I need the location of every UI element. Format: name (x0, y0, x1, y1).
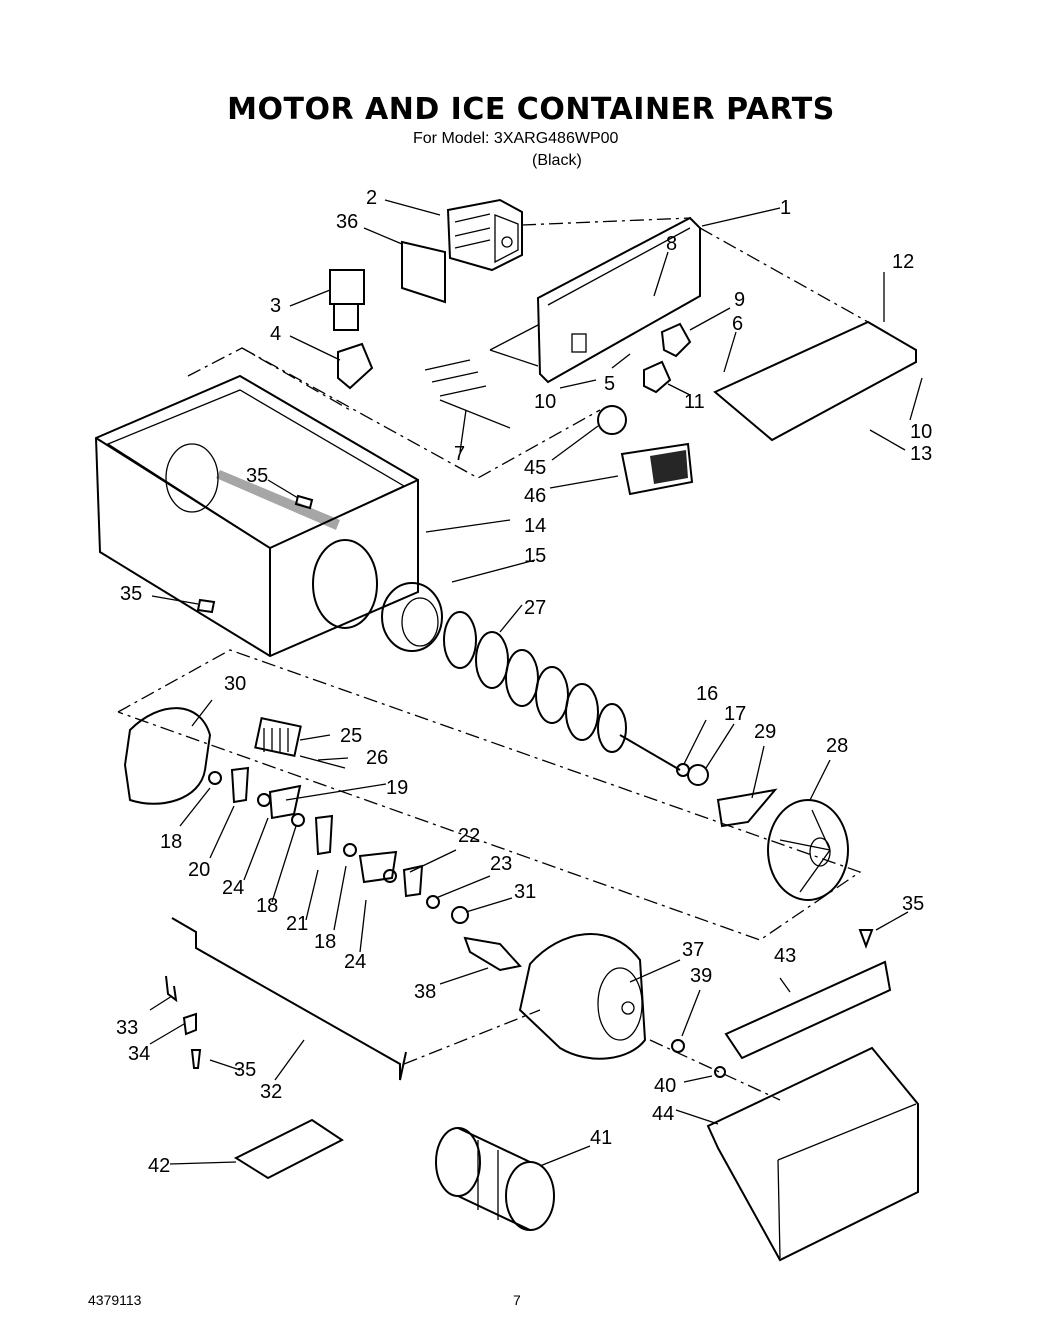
part-36-bracket (401, 240, 446, 304)
callout-label: 18 (256, 895, 278, 917)
part-34 (182, 1012, 197, 1036)
callout-label: 10 (534, 391, 556, 413)
model-line: For Model: 3XARG486WP00 (413, 130, 619, 147)
doc-number: 4379113 (88, 1292, 142, 1308)
callout-label: 31 (514, 881, 536, 903)
callout-label: 39 (690, 965, 712, 987)
part-14-ice-container (94, 374, 419, 658)
callout-label: 38 (414, 981, 436, 1003)
callout-label: 36 (336, 211, 358, 233)
callout-label: 14 (524, 515, 546, 537)
part-35-screw-lower (190, 1049, 202, 1069)
part-15-shroud (381, 582, 443, 652)
callout-label: 8 (666, 233, 677, 255)
callout-label: 34 (128, 1043, 150, 1065)
callout-label: 20 (188, 859, 210, 881)
part-17 (687, 764, 709, 786)
part-9-clip (660, 322, 692, 358)
page-title: MOTOR AND ICE CONTAINER PARTS (227, 92, 835, 127)
part-41-sleeve (435, 1127, 555, 1231)
callout-label: 11 (684, 391, 705, 413)
part-25 (254, 716, 302, 758)
part-12-cover (713, 320, 917, 442)
callout-label: 29 (754, 721, 776, 743)
part-27-auger (443, 611, 681, 771)
callout-label: 9 (734, 289, 745, 311)
callout-label: 35 (246, 465, 268, 487)
callout-label: 24 (344, 951, 366, 973)
part-43-bracket (724, 960, 892, 1060)
part-42-pad (233, 1118, 344, 1180)
callout-label: 25 (340, 725, 362, 747)
callout-label: 32 (260, 1081, 282, 1103)
callout-label: 33 (116, 1017, 138, 1039)
part-4-bracket (337, 342, 374, 390)
callout-label: 35 (902, 893, 924, 915)
callout-label: 19 (386, 777, 408, 799)
callout-label: 16 (696, 683, 718, 705)
part-44-chute (706, 1046, 919, 1262)
leader-lines (149, 199, 923, 1167)
callout-label: 18 (160, 831, 182, 853)
part-28-drum (767, 799, 849, 901)
callout-label: 46 (524, 485, 546, 507)
part-29 (716, 788, 778, 828)
part-3-solenoid (329, 269, 365, 331)
callout-label: 22 (458, 825, 480, 847)
callout-label: 27 (524, 597, 546, 619)
part-11 (643, 360, 672, 394)
part-motor (446, 198, 523, 272)
callout-label: 40 (654, 1075, 676, 1097)
part-30-plate (123, 707, 212, 805)
page-number: 7 (513, 1292, 521, 1308)
part-gear-clips (208, 766, 469, 924)
callout-label: 35 (234, 1059, 256, 1081)
callout-label: 30 (224, 673, 246, 695)
callout-label: 26 (366, 747, 388, 769)
callout-label: 42 (148, 1155, 170, 1177)
callout-label: 44 (652, 1103, 674, 1125)
part-7-harness (424, 359, 511, 429)
callout-label: 10 (910, 421, 932, 443)
callout-label: 21 (286, 913, 308, 935)
part-35-screw-top (294, 494, 314, 510)
callout-label: 17 (724, 703, 746, 725)
part-35-screw (858, 929, 874, 949)
callout-label: 13 (910, 443, 932, 465)
part-39-washer (671, 1039, 685, 1053)
callout-label: 4 (270, 323, 281, 345)
part-38 (463, 936, 522, 972)
part-32-rod (171, 917, 407, 1081)
part-40 (714, 1066, 726, 1078)
callout-label: 12 (892, 251, 914, 273)
callout-label: 6 (732, 313, 743, 335)
part-37-housing (518, 933, 647, 1060)
callout-label: 41 (590, 1127, 612, 1149)
callout-label: 23 (490, 853, 512, 875)
part-46-light-shield (620, 442, 694, 496)
callout-label: 3 (270, 295, 281, 317)
callout-labels: 1 2 36 8 12 3 9 6 4 5 10 11 10 13 7 45 4… (116, 187, 932, 1177)
callout-label: 1 (780, 197, 791, 219)
part-26-pin (299, 755, 346, 769)
callout-label: 28 (826, 735, 848, 757)
callout-label: 2 (366, 187, 377, 209)
callout-label: 7 (454, 443, 465, 465)
callout-label: 43 (774, 945, 796, 967)
callout-label: 24 (222, 877, 244, 899)
callout-label: 15 (524, 545, 546, 567)
color-line: (Black) (532, 152, 582, 169)
part-33 (165, 975, 178, 1003)
part-45-bulb (597, 405, 627, 435)
callout-label: 35 (120, 583, 142, 605)
callout-label: 18 (314, 931, 336, 953)
callout-label: 37 (682, 939, 704, 961)
part-35-screw-left (196, 598, 216, 614)
callout-label: 45 (524, 457, 546, 479)
callout-label: 5 (604, 373, 615, 395)
